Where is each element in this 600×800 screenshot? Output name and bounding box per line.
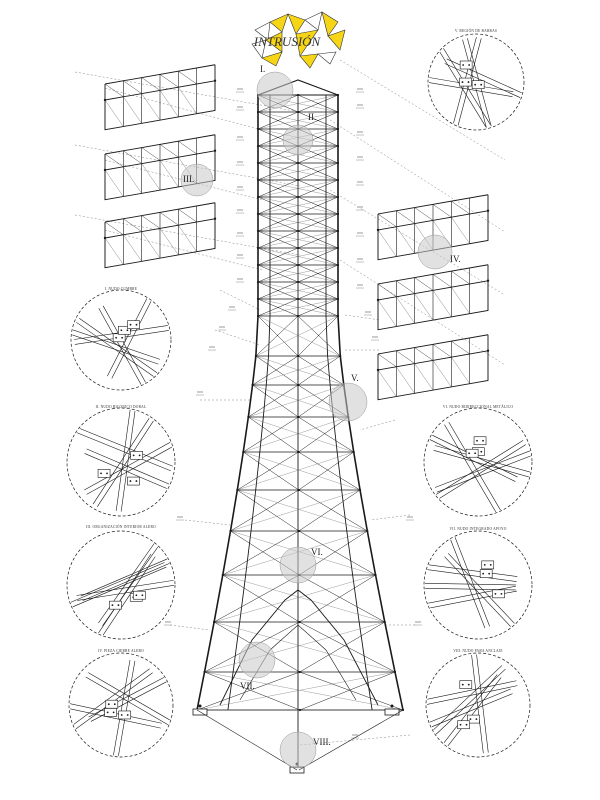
callout-label-1: I. <box>260 64 265 74</box>
callout-label-6: VI. <box>311 547 323 557</box>
callout-label-2: II. <box>308 112 316 122</box>
detail-title-6: VI. NUDO BIDIRECCIONAL METÁLICO <box>443 404 514 409</box>
callout-label-4: IV. <box>450 254 461 264</box>
logo-text: INTRUSIÓN <box>253 34 322 49</box>
intrusion-logo: INTRUSIÓN <box>251 11 346 69</box>
callout-label-5: V. <box>351 373 359 383</box>
callout-label-3: III. <box>183 174 194 184</box>
detail-titles: I. NUDO CUMBRE II. NUDO BICONICO DORAL I… <box>86 28 513 653</box>
callout-labels: I. II. III. IV. V. VI. VII. VIII. <box>183 64 461 747</box>
callout-label-8: VIII. <box>313 737 331 747</box>
detail-title-8: VIII. NUDO PARA ANCLAJE <box>453 649 503 653</box>
detail-bubbles <box>66 33 533 758</box>
detail-title-1: I. NUDO CUMBRE <box>105 287 138 291</box>
tower-callouts <box>180 71 453 769</box>
detail-title-2: II. NUDO BICONICO DORAL <box>96 405 147 409</box>
callout-label-7: VII. <box>240 681 255 691</box>
detail-title-3: III. ORGANIZACIÓN INTERIOR ALERO <box>86 524 156 529</box>
lattice-tower <box>192 79 405 774</box>
detail-title-5: V. REGIÓN DE BARRAS <box>455 28 497 33</box>
exploded-cross-arms <box>103 64 490 401</box>
detail-title-7: VII. NUDO INTEGRADO APOYO <box>449 527 506 531</box>
detail-title-4: IV. PIEZA CIERRE ALERO <box>98 649 144 653</box>
